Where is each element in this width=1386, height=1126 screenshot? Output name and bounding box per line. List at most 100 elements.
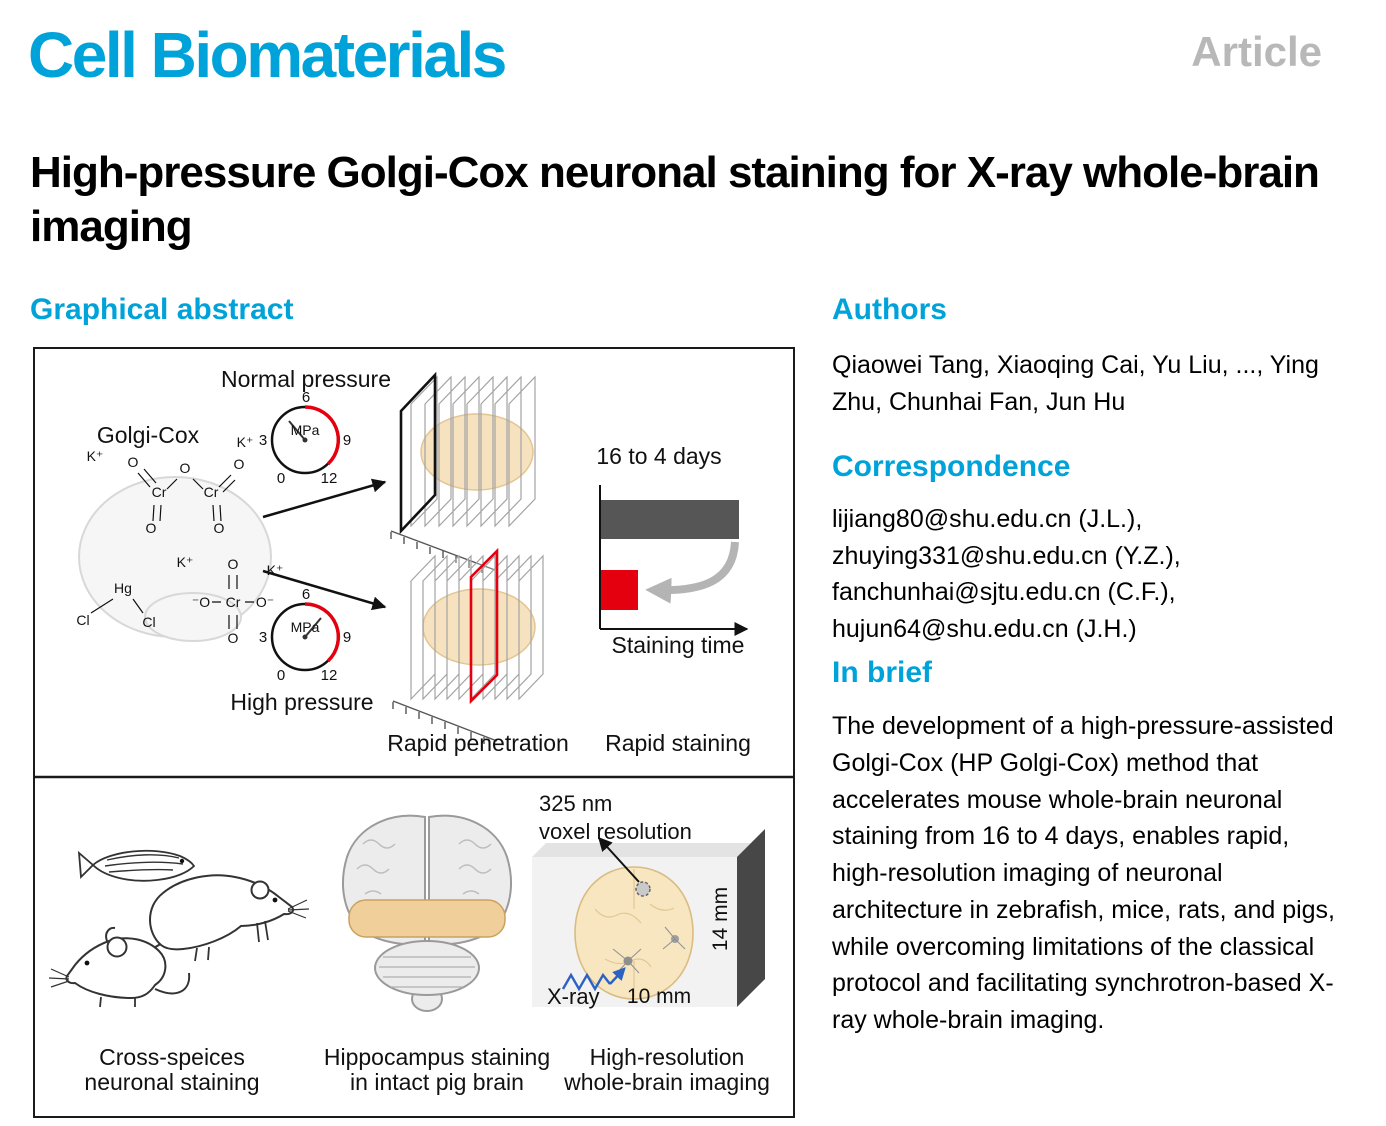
gauge-unit-label: MPa [291, 619, 320, 635]
voxel-pointer-arrow [598, 836, 640, 883]
gauge-unit-label: MPa [291, 422, 320, 438]
mouse-eye [84, 960, 90, 966]
cr-atom-label: Cr [204, 484, 219, 500]
rat-eye [272, 897, 278, 903]
neuronal-network-lines [594, 869, 675, 997]
bar-high-pressure [600, 570, 638, 610]
neuron-cells [612, 926, 686, 974]
o-atom-label: O [180, 460, 191, 476]
cerebellum [374, 940, 480, 996]
o-atom-label: O [228, 630, 239, 646]
article-type-label: Article [1191, 28, 1322, 75]
fish-stripes [104, 854, 184, 873]
gauge-tick-3: 3 [259, 629, 267, 646]
gauge-tick-9: 9 [343, 432, 351, 449]
o-atom-label: O [228, 556, 239, 572]
mouse-drawing [48, 936, 191, 1008]
whole-brain-imaging-panel: 325 nm voxel resolution X-ray 14 mm 10 m… [532, 791, 765, 1009]
high-pressure-label: High pressure [230, 689, 373, 715]
arrow-to-top-stack [262, 478, 387, 519]
correspondence-heading: Correspondence [832, 450, 1071, 483]
staining-time-axis-label: Staining time [612, 632, 745, 658]
staining-time-chart: 16 to 4 days Staining time [596, 443, 749, 658]
rat-legs [194, 920, 269, 962]
mouse-legs [99, 996, 136, 1008]
section-planes [410, 554, 544, 701]
reduction-arrow [645, 541, 739, 604]
rat-ear [250, 880, 270, 900]
panel-top-face [532, 843, 751, 857]
k-ion-label: K⁺ [177, 554, 194, 570]
cl-atom-label: Cl [142, 614, 155, 630]
cr-atom-label: Cr [152, 484, 167, 500]
caption-imaging-line2: whole-brain imaging [563, 1069, 770, 1095]
authors-heading: Authors [832, 293, 947, 326]
journal-logo: Cell Biomaterials [28, 19, 507, 91]
mouse-body [65, 937, 167, 1000]
mercury-chromate-structure: K⁺ O K⁺ ⁻O Cr O⁻ O Hg Cl Cl [76, 554, 283, 646]
slice-stack-normal [390, 371, 536, 573]
gauge-tick-12: 12 [321, 470, 338, 487]
in-brief-heading: In brief [832, 656, 933, 689]
caption-imaging-line1: High-resolution [590, 1044, 745, 1070]
brain-slab [420, 413, 534, 491]
voxel-resolution-label-line1: 325 nm [539, 791, 612, 816]
graphical-abstract-heading: Graphical abstract [30, 293, 294, 326]
neuron-voxel-marker [635, 881, 651, 897]
hippocampus-band [348, 899, 506, 938]
mouse-ear [106, 936, 128, 958]
xray-label: X-ray [547, 984, 600, 1009]
xray-beam-zigzag [561, 972, 611, 992]
gauge-tick-3: 3 [259, 432, 267, 449]
k-ion-label: K⁺ [87, 448, 104, 464]
slice-stack-high [392, 547, 544, 744]
o-atom-label: O [128, 454, 139, 470]
highlight-plane-black [399, 371, 437, 535]
fish-eye [179, 858, 185, 864]
hg-atom-label: Hg [114, 580, 132, 596]
pressure-gauge-high: MPa 6 3 9 0 12 [259, 586, 351, 684]
gauge-needle [304, 617, 322, 638]
correspondence-emails: lijiang80@shu.edu.cn (J.L.), zhuying331@… [832, 501, 1352, 647]
caption-hippocampus-line1: Hippocampus staining [324, 1044, 550, 1070]
k-ion-label: K⁺ [237, 434, 254, 450]
caption-cross-species-line1: Cross-speices [99, 1044, 245, 1070]
golgi-cox-label: Golgi-Cox [97, 422, 200, 448]
chem-bonds [90, 575, 254, 629]
gauge-tick-6: 6 [302, 586, 310, 603]
rapid-staining-label: Rapid staining [605, 730, 751, 756]
arrow-to-bottom-stack [262, 569, 387, 611]
correspondence-email: lijiang80@shu.edu.cn (J.L.), [832, 505, 1143, 533]
mouse-tail [154, 972, 191, 995]
correspondence-email: fanchunhai@sjtu.edu.cn (C.F.), [832, 578, 1176, 606]
highlight-plane-red [469, 547, 499, 705]
caption-hippocampus-line2: in intact pig brain [350, 1069, 524, 1095]
height-dimension-label: 14 mm [709, 887, 732, 951]
o-atom-label: O [214, 520, 225, 536]
cerebellum-folds [379, 956, 475, 988]
o-atom-label: O [234, 456, 245, 472]
pig-brain-drawing [342, 814, 512, 1012]
pressure-gauge-normal: MPa 6 3 9 0 12 [259, 389, 351, 487]
mouse-brain-sketch [78, 476, 272, 642]
xray-beam-arrow [609, 967, 626, 985]
o-atom-label: O [146, 520, 157, 536]
gauge-red-arc [304, 602, 341, 663]
zebrafish-drawing [77, 849, 196, 882]
gauge-tick-0: 0 [277, 667, 285, 684]
detector-slab [737, 829, 765, 1007]
rat-whiskers [287, 899, 310, 919]
caption-cross-species-line2: neuronal staining [84, 1069, 259, 1095]
gauge-tick-6: 6 [302, 389, 310, 406]
cl-atom-label: Cl [76, 612, 89, 628]
gyri-lines [356, 839, 492, 895]
bar-classical [600, 500, 739, 539]
correspondence-email: zhuying331@shu.edu.cn (Y.Z.), [832, 541, 1181, 570]
author-names: Qiaowei Tang, Xiaoqing Cai, Yu Liu, ...,… [832, 351, 1319, 416]
gauge-tick-0: 0 [277, 470, 285, 487]
gauge-tick-12: 12 [321, 667, 338, 684]
depth-ruler [392, 700, 498, 744]
normal-pressure-label: Normal pressure [221, 366, 391, 392]
rat-body [149, 874, 294, 951]
